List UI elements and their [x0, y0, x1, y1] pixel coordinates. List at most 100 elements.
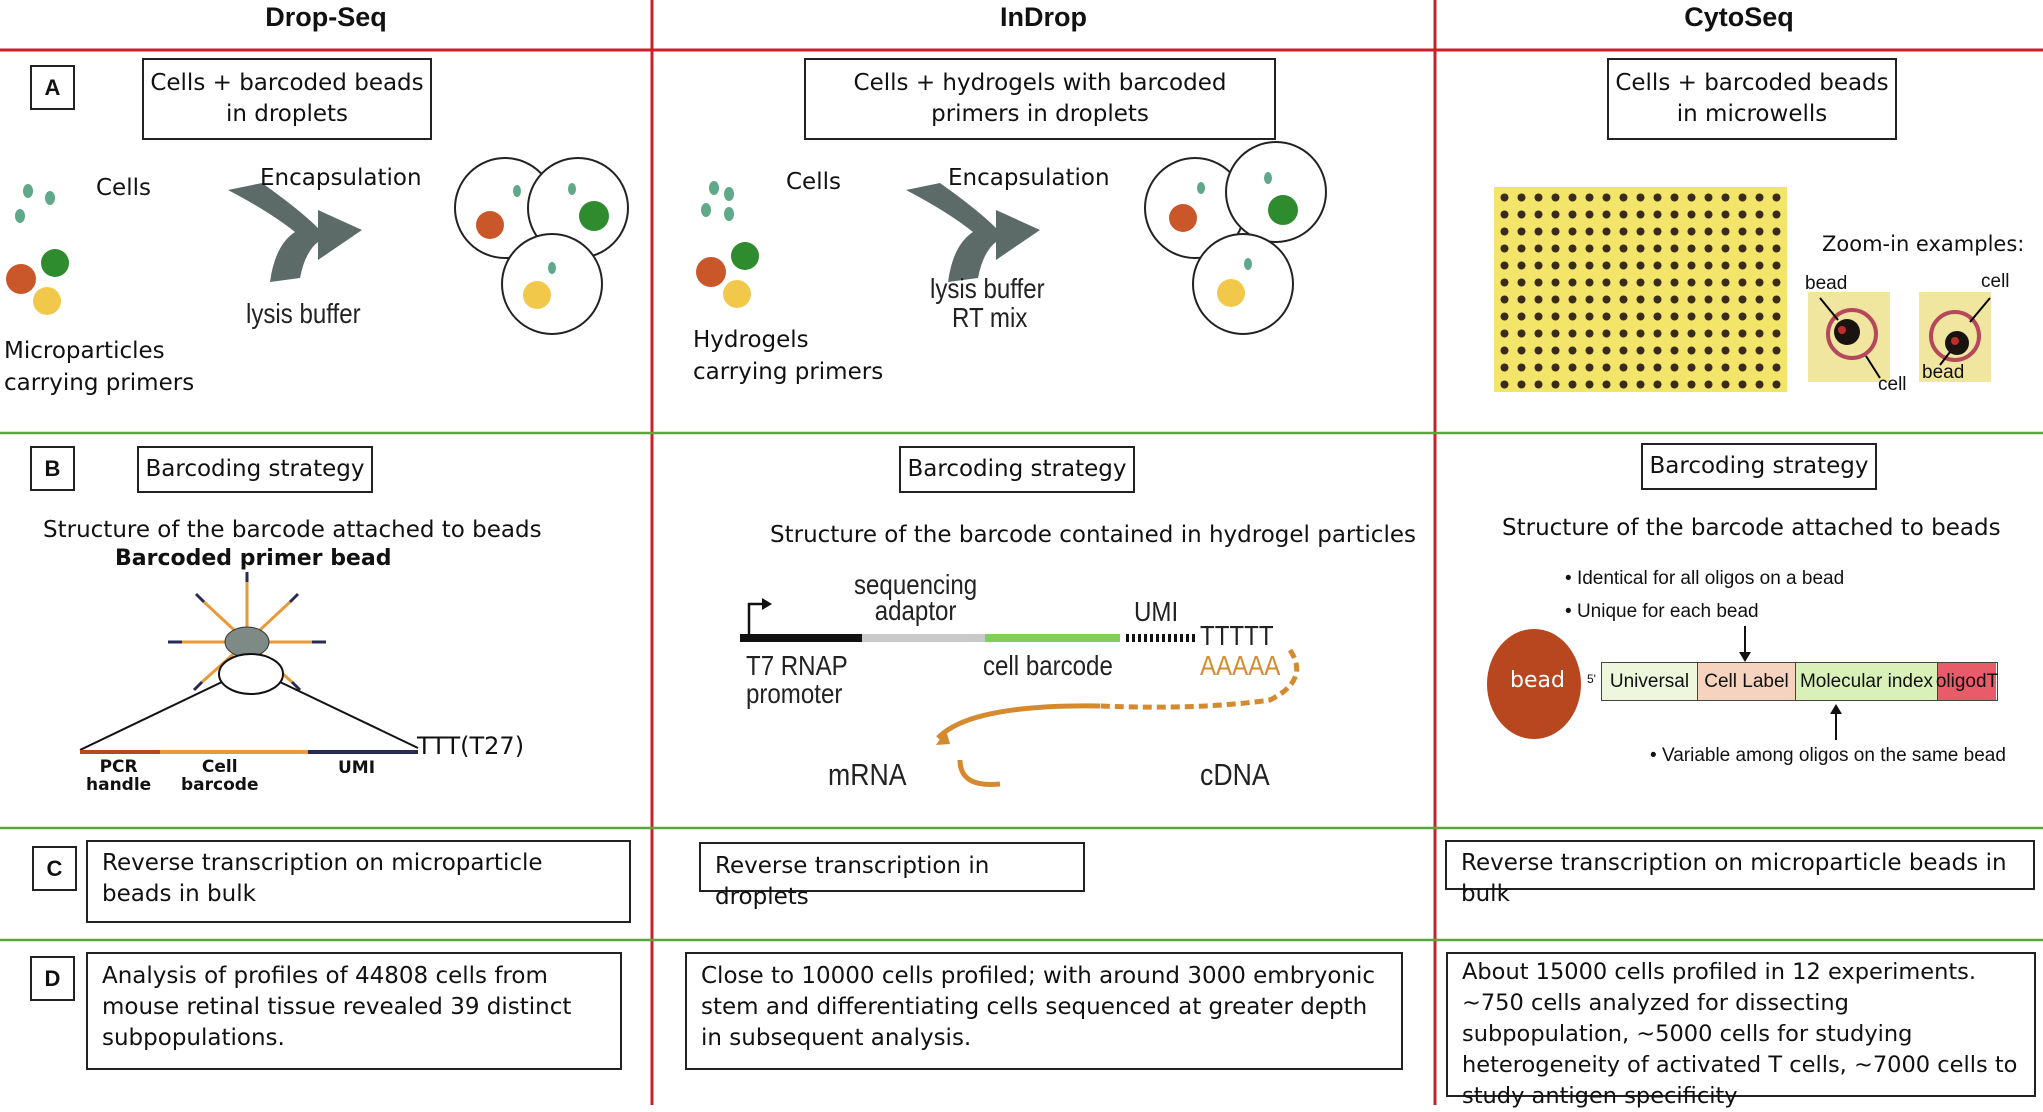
cytoseq-rt-box: Reverse transcription on microparticle b… — [1445, 840, 2035, 907]
row-letter-a: A — [30, 65, 75, 110]
bead-text: bead — [1510, 668, 1565, 693]
cdna-label: cDNA — [1200, 757, 1270, 792]
oligo-segments: Universal Cell Label Molecular index oli… — [1601, 662, 1998, 701]
zoom-line — [79, 681, 223, 751]
cell-label-arrow-head — [1739, 652, 1751, 662]
cells-label: Cells — [786, 169, 841, 195]
pointer-arrow — [1969, 297, 1991, 323]
sequencing-adaptor-label: sequencing adaptor — [854, 569, 978, 626]
indrop-result-box: Close to 10000 cells profiled; with arou… — [685, 952, 1403, 1070]
five-prime-label: 5' — [1587, 672, 1596, 686]
polya-label: AAAAA — [1200, 650, 1281, 681]
column-title-dropseq: Drop-Seq — [265, 2, 387, 32]
hydrogel-green — [1268, 195, 1298, 225]
small-cell-dot — [1244, 258, 1252, 270]
cytoseq-result-box: About 15000 cells profiled in 12 experim… — [1446, 952, 2036, 1109]
molecular-index-arrow-head — [1830, 704, 1842, 714]
cell-barcode-label: Cell barcode — [181, 758, 258, 794]
lysis-buffer-label: lysis buffer — [930, 273, 1045, 304]
small-cell-dot — [513, 185, 521, 197]
pcr-handle-label: PCR handle — [86, 758, 151, 794]
unique-bullet: • Unique for each bead — [1565, 601, 1759, 622]
zoom-cell — [1838, 326, 1846, 334]
bead-label: bead — [1805, 273, 1848, 294]
bead-orange — [476, 211, 504, 239]
encapsulation-arrow — [228, 183, 362, 282]
cell-barcode-line2: barcode — [181, 775, 259, 795]
microwell-plate — [1494, 187, 1787, 392]
primer-spoke — [192, 680, 204, 692]
barcoding-strategy-label: Barcoding strategy — [1649, 453, 1869, 479]
droplet — [501, 233, 603, 335]
molecular-index-segment: Molecular index — [1796, 663, 1938, 700]
t7-promoter-label: T7 RNAP promoter — [746, 652, 848, 708]
barcoding-strategy-label: Barcoding strategy — [145, 456, 365, 482]
barcoding-strategy-box: Barcoding strategy — [137, 446, 373, 493]
adaptor-line: adaptor — [874, 595, 957, 626]
mrna-curve — [936, 703, 1101, 740]
bead-orange — [6, 264, 36, 294]
dropseq-method-text: Cells + barcoded beads in droplets — [150, 70, 424, 127]
column-title-indrop: InDrop — [1000, 2, 1087, 32]
microparticles-label: Microparticles carrying primers — [4, 338, 195, 396]
hydrogel-yellow — [1217, 279, 1245, 307]
primer-spoke — [290, 680, 302, 692]
small-cell-dot — [724, 207, 734, 221]
zoom-bead — [1834, 319, 1860, 345]
small-cell-dot — [45, 191, 55, 205]
dropseq-rt-text: Reverse transcription on microparticle b… — [102, 850, 543, 907]
cdna-dashed-curve — [1099, 648, 1300, 710]
pointer-arrow — [1865, 355, 1881, 379]
polyt-tail-label: TTT(T27) — [417, 732, 525, 760]
small-cell-dot — [1264, 172, 1272, 184]
variable-bullet-text: Variable among oligos on the same bead — [1661, 745, 2006, 766]
t7-line: T7 RNAP — [746, 650, 848, 681]
barcoding-strategy-box: Barcoding strategy — [1641, 443, 1877, 490]
indrop-structure-label: Structure of the barcode contained in hy… — [770, 522, 1416, 548]
barcoding-strategy-label: Barcoding strategy — [907, 456, 1127, 482]
dropseq-rt-box: Reverse transcription on microparticle b… — [86, 840, 631, 923]
mrna-tail — [957, 759, 1001, 787]
small-cell-dot — [548, 262, 556, 274]
universal-segment: Universal — [1602, 663, 1698, 700]
hydrogel-green — [731, 242, 759, 270]
lysis-buffer-label: lysis buffer — [246, 298, 361, 329]
promoter-arrow-head — [762, 598, 772, 610]
small-cell-dot — [709, 181, 719, 195]
cells-label: Cells — [96, 175, 151, 201]
bead-yellow — [523, 281, 551, 309]
pointer-arrow — [1939, 351, 1951, 366]
hydrogel-yellow — [723, 280, 751, 308]
bead-green — [41, 249, 69, 277]
small-cell-dot — [15, 209, 25, 223]
cytoseq-rt-text: Reverse transcription on microparticle b… — [1461, 850, 2007, 907]
pcr-handle-line1: PCR — [99, 757, 138, 777]
hydrogel-orange — [696, 257, 726, 287]
rt-mix-label: RT mix — [952, 302, 1028, 333]
sequencing-line: sequencing — [854, 569, 978, 600]
bead-yellow — [33, 287, 61, 315]
dropseq-result-box: Analysis of profiles of 44808 cells from… — [86, 952, 622, 1070]
primer-spoke — [288, 592, 300, 604]
row-letter-d: D — [30, 956, 75, 1001]
column-title-cytoseq: CytoSeq — [1684, 2, 1794, 32]
promoter-line: promoter — [746, 678, 843, 709]
small-cell-dot — [724, 187, 734, 201]
indrop-rt-text: Reverse transcription in droplets — [715, 853, 990, 910]
cytoseq-structure-label: Structure of the barcode attached to bea… — [1502, 515, 2001, 541]
encapsulation-label: Encapsulation — [260, 165, 422, 191]
small-cell-dot — [701, 203, 711, 217]
zoom-well-ring — [1826, 308, 1878, 360]
small-cell-dot — [1197, 182, 1205, 194]
small-cell-dot — [568, 183, 576, 195]
polyt-label: TTTTT — [1200, 620, 1274, 651]
zoom-ellipse — [218, 653, 284, 695]
oligodt-segment: oligodT — [1936, 663, 1998, 700]
umi-label: UMI — [1134, 596, 1179, 627]
